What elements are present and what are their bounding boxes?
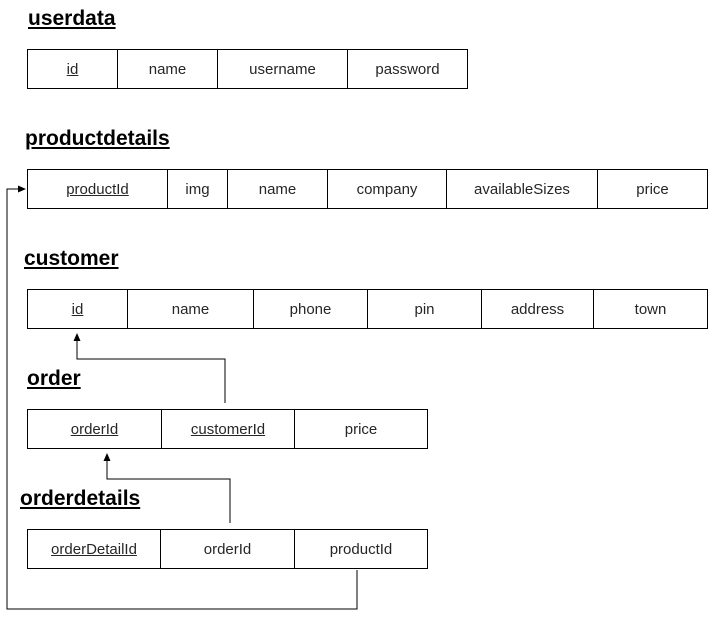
connector-orderdetails-orderid-to-order-orderid (106, 460, 231, 523)
customer-field-id: id (28, 290, 128, 328)
customer-field-pin: pin (368, 290, 482, 328)
userdata-title: userdata (28, 7, 116, 30)
productdetails-field-company: company (328, 170, 447, 208)
productdetails-field-productid: productId (28, 170, 168, 208)
arrowhead-customer-id (73, 333, 81, 341)
order-table: orderId customerId price (27, 409, 428, 449)
orderdetails-title: orderdetails (20, 487, 141, 510)
arrowhead-order-orderid (103, 453, 111, 461)
customer-table: id name phone pin address town (27, 289, 708, 329)
order-title: order (27, 367, 81, 390)
userdata-table: id name username password (27, 49, 468, 89)
customer-field-name: name (128, 290, 254, 328)
productdetails-field-name: name (228, 170, 328, 208)
orderdetails-field-orderid: orderId (161, 530, 295, 568)
customer-title: customer (24, 247, 119, 270)
orderdetails-field-orderdetailid: orderDetailId (28, 530, 161, 568)
productdetails-table: productId img name company availableSize… (27, 169, 708, 209)
userdata-field-username: username (218, 50, 348, 88)
productdetails-field-availablesizes: availableSizes (447, 170, 598, 208)
productdetails-title: productdetails (25, 127, 170, 150)
customer-field-address: address (482, 290, 594, 328)
connector-orderdetails-productid-to-productdetails-productid (6, 188, 358, 610)
arrowhead-productdetails-productid (18, 185, 26, 193)
productdetails-field-price: price (636, 180, 669, 198)
customer-field-town: town (634, 300, 667, 318)
customer-field-phone: phone (254, 290, 368, 328)
order-field-customerid: customerId (162, 410, 295, 448)
userdata-field-name: name (118, 50, 218, 88)
productdetails-field-img: img (168, 170, 228, 208)
order-field-price: price (344, 420, 378, 438)
userdata-field-id: id (28, 50, 118, 88)
connector-order-customerid-to-customer-id (76, 340, 226, 403)
orderdetails-table: orderDetailId orderId productId (27, 529, 428, 569)
orderdetails-field-productid: productId (329, 540, 393, 558)
order-field-orderid: orderId (28, 410, 162, 448)
userdata-field-password: password (375, 60, 440, 78)
